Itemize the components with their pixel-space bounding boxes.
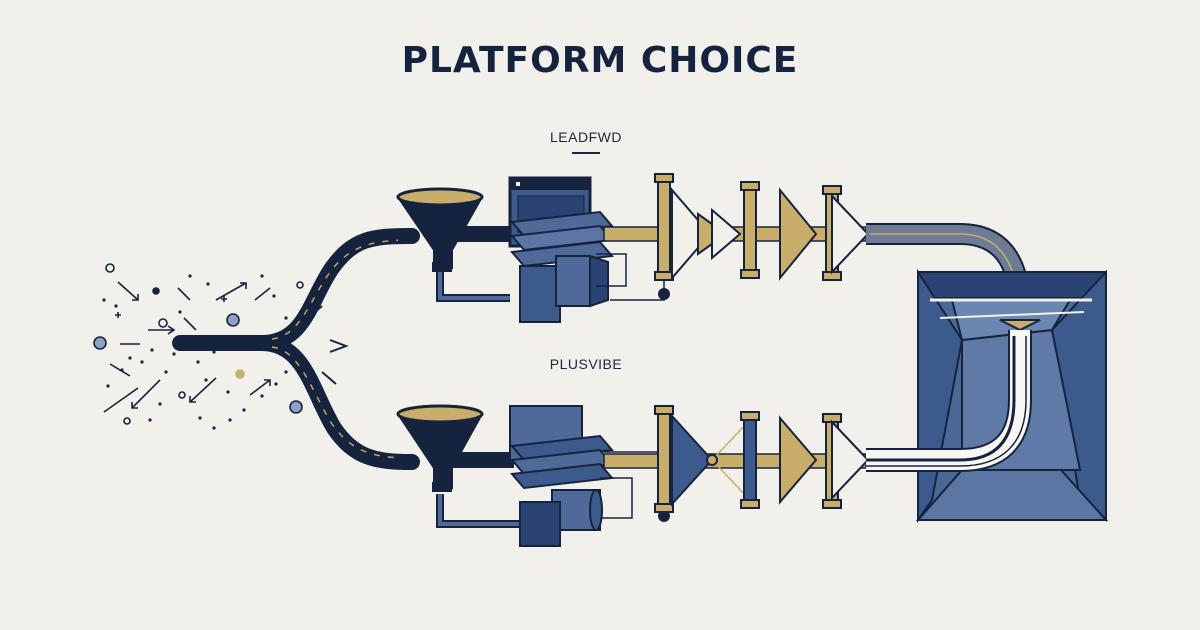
layer-stack-icon (510, 210, 614, 268)
cylinder-icon (519, 254, 609, 323)
scatter-input-icon (93, 263, 304, 425)
plusvibe-branch (396, 404, 870, 547)
diagram-title: PLATFORM CHOICE (401, 40, 799, 81)
funnel-icon (396, 187, 484, 272)
funnel-icon (396, 404, 484, 492)
cylinder-icon (519, 489, 603, 547)
layer-stack-icon (509, 405, 614, 490)
branch-label-leadfwd: LEADFWD (550, 129, 622, 145)
output-pipe (866, 330, 1032, 472)
branch-label-plusvibe: PLUSVIBE (549, 356, 623, 372)
scatter-dots (102, 274, 288, 430)
valve-icon (654, 173, 870, 281)
branch-label-leadfwd-underline (572, 152, 600, 154)
fork-pipe (172, 228, 420, 470)
valve-icon (654, 405, 870, 513)
